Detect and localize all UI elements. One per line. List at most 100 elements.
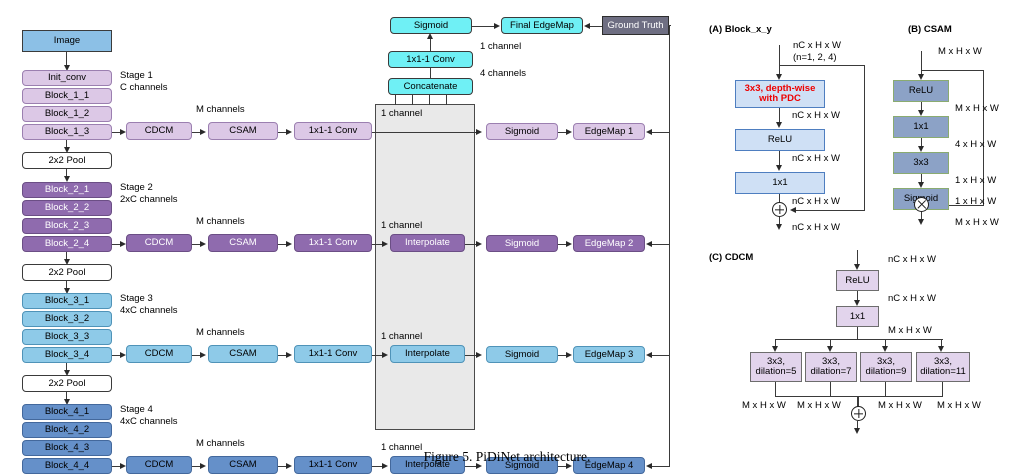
dilation-9-line1: 3x3, <box>877 356 895 368</box>
csam-stage-3: CSAM <box>208 345 278 363</box>
connector <box>779 45 781 77</box>
panel-b-in-shape: M x H x W <box>938 46 982 57</box>
arrowhead <box>120 128 126 135</box>
panel-c-dilation-9-box: 3x3, dilation=9 <box>860 352 912 382</box>
connector <box>112 131 122 133</box>
connector <box>66 140 68 149</box>
connector <box>652 354 670 356</box>
connector <box>857 291 859 304</box>
panel-a-add-operator <box>772 202 787 217</box>
block-2-2: Block_2_2 <box>22 200 112 216</box>
block-4-4: Block_4_4 <box>22 458 112 474</box>
arrowhead <box>566 128 572 135</box>
dilation-5-line1: 3x3, <box>767 356 785 368</box>
conv-stage-2: 1x1-1 Conv <box>294 234 372 252</box>
connector <box>66 392 68 400</box>
panel-a-relu-box: ReLU <box>735 129 825 151</box>
stage-3-channels: 4xC channels <box>120 305 178 316</box>
m-channels-label-2: M channels <box>196 216 245 227</box>
one-channel-label-fusion: 1 channel <box>480 41 522 52</box>
edgemap-4: EdgeMap 4 <box>573 457 645 474</box>
stage-1-channels: C channels <box>120 82 168 93</box>
connector <box>465 243 477 245</box>
panel-a-title: (A) Block_x_y <box>709 24 772 35</box>
arrowhead <box>200 240 206 247</box>
panel-b-shape-1: 4 x H x W <box>955 139 997 150</box>
connector <box>558 243 568 245</box>
block-4-2: Block_4_2 <box>22 422 112 438</box>
arrowhead <box>476 128 482 135</box>
connector <box>652 243 670 245</box>
connector <box>885 382 887 397</box>
interpolate-stage-2: Interpolate <box>390 234 465 252</box>
conv-stage-3: 1x1-1 Conv <box>294 345 372 363</box>
panel-b-shape-0: M x H x W <box>955 103 999 114</box>
arrowhead <box>382 240 388 247</box>
dilation-7-line2: dilation=7 <box>810 366 852 377</box>
pool-1: 2x2 Pool <box>22 152 112 169</box>
connector <box>779 194 781 203</box>
connector <box>112 354 122 356</box>
panel-c-add-operator <box>851 406 866 421</box>
arrowhead <box>854 264 860 270</box>
fusion-conv-box: 1x1-1 Conv <box>388 51 473 68</box>
panel-a-shape-after-1x1: nC x H x W <box>792 196 841 207</box>
arrowhead <box>200 462 206 469</box>
arrowhead <box>646 351 652 358</box>
panel-b-title: (B) CSAM <box>908 24 952 35</box>
connector <box>372 243 384 245</box>
cdcm-stage-1: CDCM <box>126 122 192 140</box>
block-4-1: Block_4_1 <box>22 404 112 420</box>
block-4-3: Block_4_3 <box>22 440 112 456</box>
figure-caption: Figure 5. PiDiNet architecture. <box>423 449 591 464</box>
arrowhead <box>286 462 292 469</box>
connector <box>921 174 923 186</box>
block-3-3: Block_3_3 <box>22 329 112 345</box>
connector <box>775 382 777 397</box>
arrowhead <box>854 300 860 306</box>
connector <box>942 382 944 397</box>
sigmoid-1: Sigmoid <box>486 123 558 140</box>
panel-c-shape-after-conv: M x H x W <box>888 325 932 336</box>
block-3-2: Block_3_2 <box>22 311 112 327</box>
connector <box>857 396 860 407</box>
panel-a-in-shape: nC x H x W <box>793 40 842 51</box>
connector <box>558 354 568 356</box>
dilation-11-line1: 3x3, <box>934 356 952 368</box>
connector <box>941 339 943 349</box>
connector <box>779 65 865 67</box>
connector <box>412 92 414 105</box>
block-2-3: Block_2_3 <box>22 218 112 234</box>
arrowhead <box>63 147 70 153</box>
arrowhead <box>584 22 590 29</box>
one-channel-label-2: 1 channel <box>381 220 423 231</box>
arrowhead <box>494 22 500 29</box>
panel-b-conv-box: 1x1 <box>893 116 949 138</box>
panel-a-pdc-box: 3x3, depth-wise with PDC <box>735 80 825 108</box>
arrowhead <box>772 346 778 352</box>
connector <box>429 92 431 105</box>
arrowhead <box>918 182 924 188</box>
side-output-panel <box>375 104 475 430</box>
panel-c-branch-shape-3: M x H x W <box>937 400 981 411</box>
panel-b-relu-box: ReLU <box>893 80 949 102</box>
one-channel-label-3: 1 channel <box>381 331 423 342</box>
connector <box>372 131 477 133</box>
connector <box>465 354 477 356</box>
arrowhead <box>827 346 833 352</box>
cdcm-stage-2: CDCM <box>126 234 192 252</box>
connector <box>112 243 122 245</box>
connector <box>857 421 859 431</box>
arrowhead <box>286 240 292 247</box>
arrowhead <box>918 219 924 225</box>
connector <box>430 38 432 51</box>
panel-c-branch-shape-0: M x H x W <box>742 400 786 411</box>
connector <box>278 131 288 133</box>
panel-b-conv3-box: 3x3 <box>893 152 949 174</box>
arrowhead <box>938 346 944 352</box>
block-1-1: Block_1_1 <box>22 88 112 104</box>
panel-a-pdc-line1: 3x3, depth-wise <box>744 83 816 95</box>
dilation-7-line1: 3x3, <box>822 356 840 368</box>
arrowhead <box>476 351 482 358</box>
connector <box>652 465 670 467</box>
